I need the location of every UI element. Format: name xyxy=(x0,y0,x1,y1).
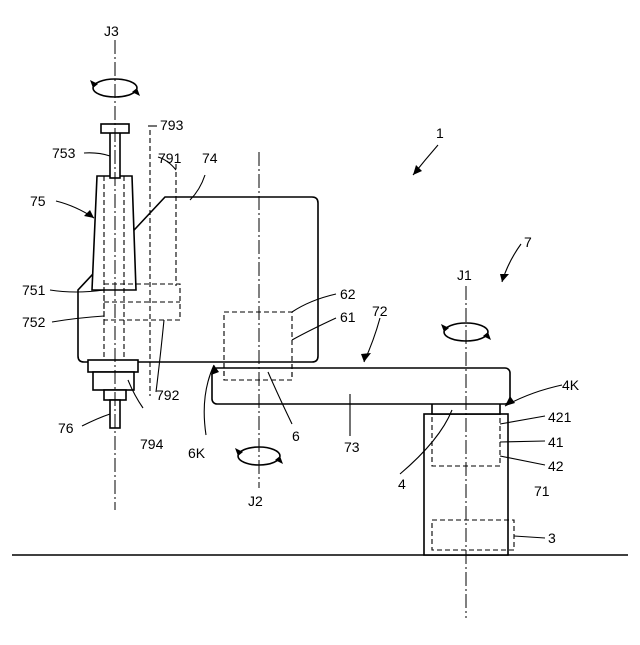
axis-label-j1: J1 xyxy=(457,267,472,283)
axis-label-j2: J2 xyxy=(248,493,263,509)
ref-4K: 4K xyxy=(562,377,580,393)
ref-6: 6 xyxy=(292,428,300,444)
arrowhead-7-icon xyxy=(500,274,509,282)
ref-4: 4 xyxy=(398,476,406,492)
ref-76: 76 xyxy=(58,420,74,436)
ref-792: 792 xyxy=(156,387,180,403)
arrowhead-75-icon xyxy=(84,210,94,218)
coupling-upper xyxy=(88,360,138,372)
ref-74: 74 xyxy=(202,150,218,166)
ref-421: 421 xyxy=(548,409,572,425)
ref-72: 72 xyxy=(372,303,388,319)
ref-73: 73 xyxy=(344,439,360,455)
ref-752: 752 xyxy=(22,314,46,330)
ref-753: 753 xyxy=(52,145,76,161)
ref-793: 793 xyxy=(160,117,184,133)
ref-751: 751 xyxy=(22,282,46,298)
ref-71: 71 xyxy=(534,483,550,499)
ref-61: 61 xyxy=(340,309,356,325)
ref-1: 1 xyxy=(436,125,444,141)
ref-62: 62 xyxy=(340,286,356,302)
ref-41: 41 xyxy=(548,434,564,450)
ref-7: 7 xyxy=(524,234,532,250)
arrowhead-72-icon xyxy=(361,353,371,362)
arrowhead-1-icon xyxy=(413,165,422,175)
ref-791: 791 xyxy=(158,150,182,166)
spline-housing-75 xyxy=(92,176,136,290)
ref-794: 794 xyxy=(140,436,164,452)
ref-3: 3 xyxy=(548,530,556,546)
ref-6K: 6K xyxy=(188,445,206,461)
ref-42: 42 xyxy=(548,458,564,474)
axis-label-j3: J3 xyxy=(104,23,119,39)
ref-75: 75 xyxy=(30,193,46,209)
first-arm-73 xyxy=(212,368,510,404)
